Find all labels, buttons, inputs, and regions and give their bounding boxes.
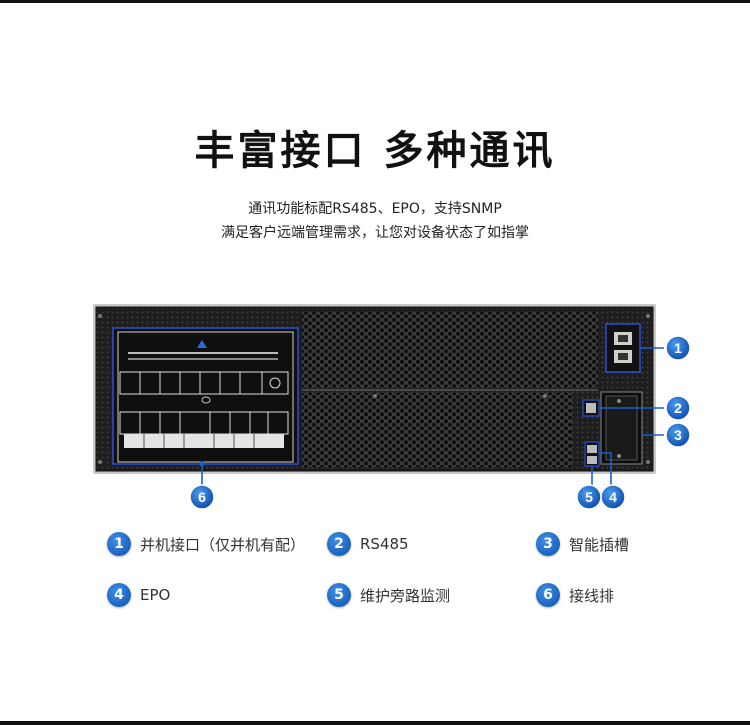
legend-label: 智能插槽 — [569, 535, 630, 554]
callout-3: 3 — [665, 422, 691, 448]
legend-item-terminal-block: 6 接线排 — [536, 582, 614, 608]
callout-4: 4 — [600, 484, 626, 510]
rs485-port — [582, 399, 600, 417]
subtitle-line-1: 通讯功能标配RS485、EPO，支持SNMP — [248, 201, 502, 217]
legend-item-rs485: 2 RS485 — [327, 531, 409, 557]
vent-grid-upper — [302, 312, 598, 387]
legend-number-badge: 1 — [107, 532, 131, 556]
legend-label: RS485 — [360, 535, 409, 553]
subtitle-line-2: 满足客户远端管理需求，让您对设备状态了如指掌 — [221, 225, 529, 241]
svg-text:6: 6 — [198, 489, 206, 505]
intelligent-slot — [600, 391, 643, 465]
ups-rear-panel-illustration: 1 2 3 4 5 6 — [93, 304, 691, 510]
legend-item-bypass-monitor: 5 维护旁路监测 — [327, 582, 450, 608]
legend-label: EPO — [140, 586, 171, 604]
parallel-port — [605, 323, 641, 373]
legend-label: 维护旁路监测 — [360, 586, 451, 605]
legend-item-epo: 4 EPO — [107, 582, 170, 608]
callout-2: 2 — [665, 395, 691, 421]
legend-label: 并机接口（仅并机有配） — [140, 535, 306, 554]
legend-label: 接线排 — [569, 586, 615, 605]
callout-1: 1 — [665, 335, 691, 361]
top-rule — [0, 0, 750, 3]
legend-number-badge: 6 — [536, 583, 560, 607]
svg-text:1: 1 — [674, 340, 682, 356]
svg-text:2: 2 — [674, 400, 682, 416]
epo-bypass-ports — [584, 441, 600, 467]
legend-number-badge: 4 — [107, 583, 131, 607]
svg-text:4: 4 — [609, 489, 617, 505]
legend-item-parallel-port: 1 并机接口（仅并机有配） — [107, 531, 305, 557]
legend-item-intelligent-slot: 3 智能插槽 — [536, 531, 629, 557]
callout-5: 5 — [576, 484, 602, 510]
svg-text:5: 5 — [585, 489, 593, 505]
legend-number-badge: 3 — [536, 532, 560, 556]
callout-6: 6 — [189, 484, 215, 510]
legend-number-badge: 2 — [327, 532, 351, 556]
vent-grid-lower — [302, 393, 572, 467]
page-title: 丰富接口 多种通讯 — [194, 128, 556, 174]
svg-text:3: 3 — [674, 427, 682, 443]
legend-number-badge: 5 — [327, 583, 351, 607]
bottom-rule — [0, 721, 750, 725]
terminal-block-panel — [112, 327, 299, 465]
